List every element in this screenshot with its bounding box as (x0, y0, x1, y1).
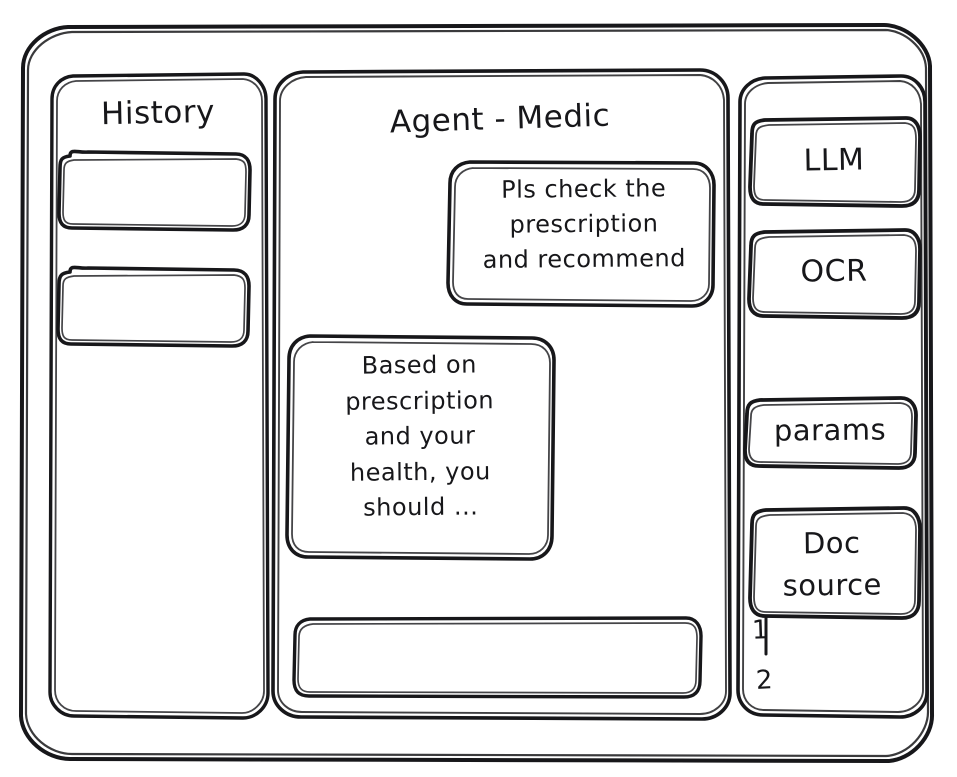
history-panel (48, 72, 270, 720)
tool-card-doc-source (748, 506, 922, 620)
tool-card-llm (748, 116, 922, 208)
tool-card-params (743, 396, 918, 470)
history-item-1 (57, 149, 252, 232)
app-window-frame (19, 23, 935, 763)
agent-panel (271, 68, 732, 721)
composer-input-box (292, 616, 703, 699)
tools-panel (736, 74, 929, 719)
assistant-message-bubble (285, 334, 556, 561)
history-item-2 (56, 265, 251, 348)
user-message-bubble (446, 160, 716, 308)
tool-card-ocr (747, 228, 922, 320)
